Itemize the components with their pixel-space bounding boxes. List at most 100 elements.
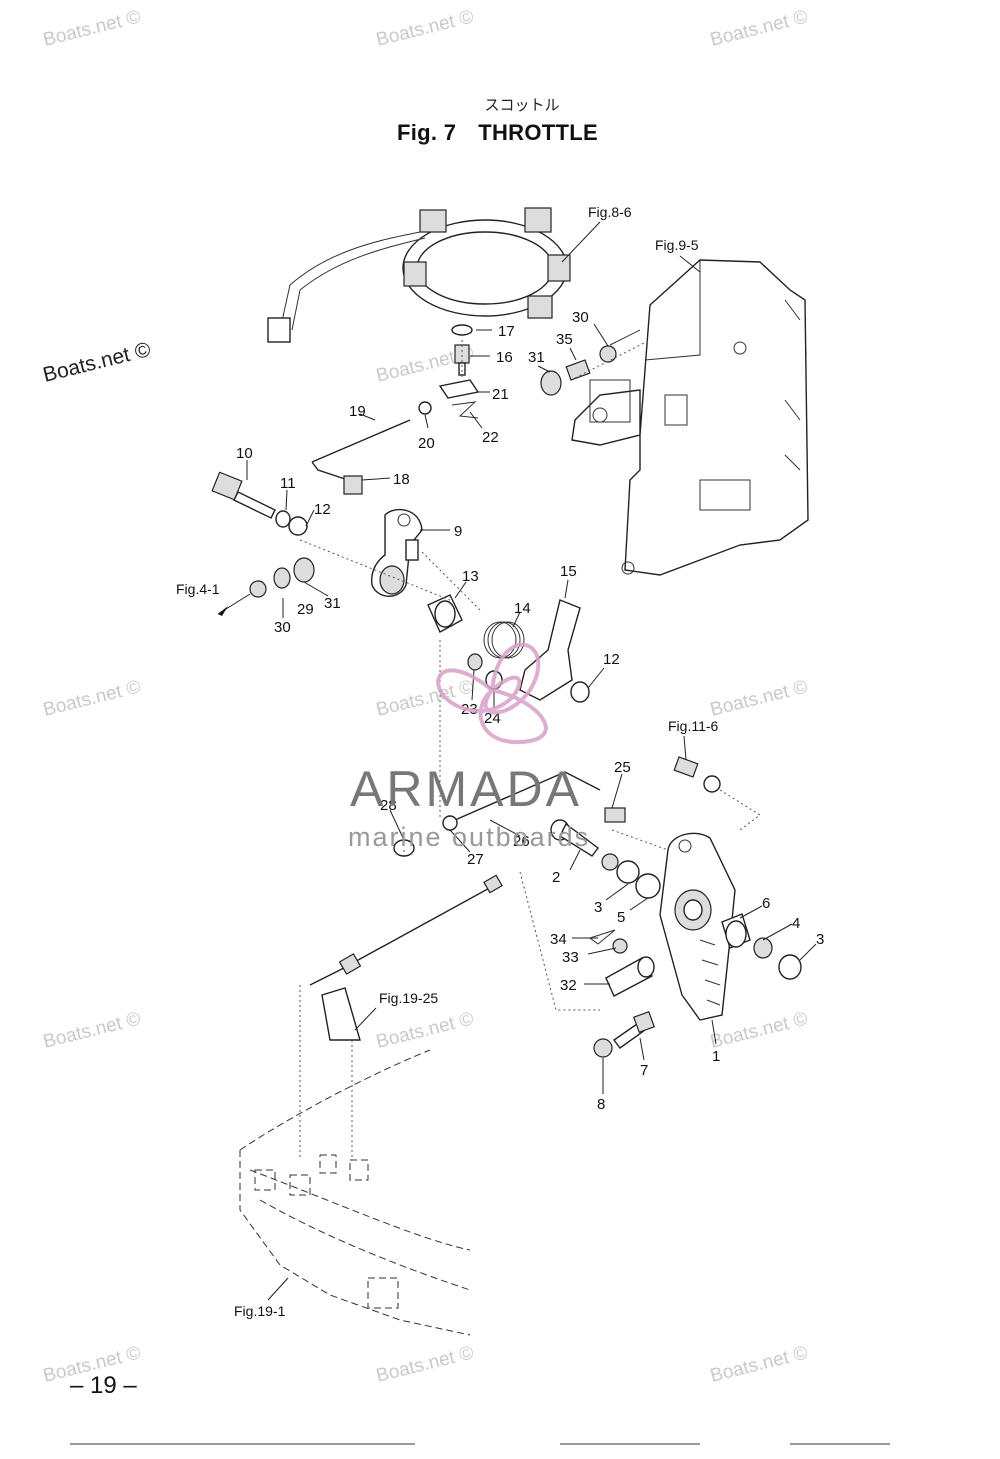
watermark: Boats.net © [374,1342,476,1386]
logo-flower-icon [436,642,548,745]
callout: 35 [556,331,573,348]
part-11 [275,510,291,528]
callout: 15 [560,563,577,580]
ref-fig-19-25: Fig.19-25 [379,990,438,1006]
ref-fig-8-6: Fig.8-6 [588,204,632,220]
callout: 28 [380,797,397,814]
callout: 14 [514,600,531,617]
shaft-group-32 [588,929,655,997]
callout: 31 [528,349,545,366]
callout: 3 [816,931,824,948]
callout: 34 [550,931,567,948]
bolt-group-2 [550,819,661,899]
part-18 [343,475,363,495]
callout: 19 [349,403,366,420]
main-lever-1 [659,832,736,1021]
callout: 18 [393,471,410,488]
callout: 4 [792,915,800,932]
callout-numbers: 1 2 3 3 4 5 6 7 8 9 10 11 12 12 13 14 15… [236,309,824,1113]
part-23 [467,653,483,671]
part-8 [593,1038,613,1058]
part-30-top [599,345,617,363]
callout: 21 [492,386,509,403]
bolt-group-10 [211,471,308,536]
figure-references: Fig.8-6 Fig.9-5 Fig.4-1 Fig.11-6 Fig.19-… [176,204,719,1319]
callout: 33 [562,949,579,966]
alignment-lines [299,339,761,1160]
bolt-group-7 [593,1010,656,1058]
throttle-rod-19 [311,419,411,495]
callout: 26 [513,833,530,850]
callout: 6 [762,895,770,912]
callout: 9 [454,523,462,540]
callout: 5 [617,909,625,926]
watermark: Boats.net © [41,6,143,50]
callout: 30 [572,309,589,326]
engine-block [571,259,809,576]
part-33 [612,938,628,954]
part-30-left [249,580,267,598]
watermark: Boats.net © [374,6,476,50]
ref-fig-11-6: Fig.11-6 [668,718,719,734]
bottom-cowling [239,1049,471,1336]
callout: 29 [297,601,314,618]
callout: 13 [462,568,479,585]
part-31-top [540,370,562,396]
watermark: Boats.net © [708,676,810,720]
part-35 [565,359,591,381]
callout: 12 [314,501,331,518]
logo-sub-text: marine outboards [348,822,590,852]
callout: 12 [603,651,620,668]
part-5 [635,873,661,899]
fig-19-25-bracket [321,987,361,1041]
leader-lines [246,221,817,1301]
part-31-left [293,557,315,583]
part-4 [753,937,773,959]
armada-logo: ARMADA marine outboards [348,642,590,852]
stator-ring-assembly [267,207,571,343]
watermark: Boats.net © [41,338,154,387]
ref-fig-9-5: Fig.9-5 [655,237,699,253]
part-12-top [288,516,308,536]
part-22 [451,401,479,419]
callout: 2 [552,869,560,886]
part-20 [418,401,432,415]
callout: 20 [418,435,435,452]
watermark: Boats.net © [708,1008,810,1052]
page-number: – 19 – [70,1372,137,1399]
part-3-left [616,860,640,884]
callout: 16 [496,349,513,366]
throttle-cable [309,874,503,1041]
callout: 11 [280,475,296,492]
callout: 25 [614,759,631,776]
callout: 32 [560,977,577,994]
japanese-title: スコットル [484,96,560,114]
part-29 [273,567,291,589]
part-34 [588,929,616,945]
part-21 [438,379,480,399]
figure-title: Fig. 7 THROTTLE [397,120,598,146]
callout: 31 [324,595,341,612]
callout: 22 [482,429,499,446]
joint-28 [393,815,458,857]
watermark: Boats.net © [41,1008,143,1052]
figure-name: THROTTLE [478,120,598,145]
ref-fig-4-1: Fig.4-1 [176,581,220,597]
part-17 [451,324,473,336]
ref-fig-19-1: Fig.19-1 [234,1303,286,1319]
callout: 17 [498,323,515,340]
logo-main-text: ARMADA [350,761,582,817]
connector-11-6 [673,756,721,793]
watermark: Boats.net © [708,6,810,50]
callout: 10 [236,445,253,462]
callout: 27 [467,851,484,868]
watermark: Boats.net © [374,1008,476,1052]
figure-label: Fig. 7 [397,120,457,145]
callout: 8 [597,1096,605,1113]
part-12-right [570,681,590,703]
watermark: Boats.net © [708,1342,810,1386]
part-25 [604,807,626,823]
collar-group-right [721,913,802,980]
